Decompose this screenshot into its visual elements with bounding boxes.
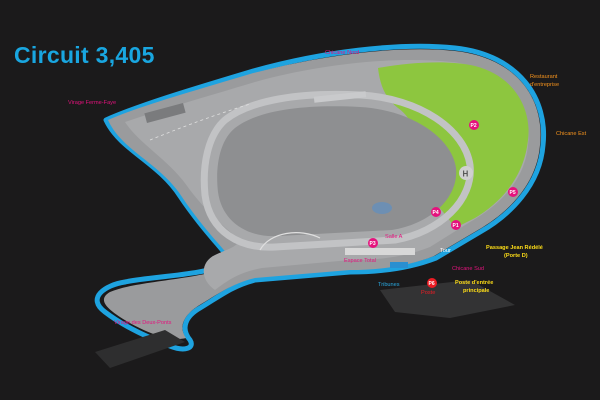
label-chicane-sud: Chicane Sud [452,266,484,272]
parking-marker-p5[interactable]: P5 [508,187,518,197]
label-tour: Tour [440,248,451,254]
heliport-icon [459,166,473,180]
parking-marker-p1[interactable]: P1 [451,220,461,230]
lake [372,202,392,214]
svg-text:P6: P6 [429,281,435,287]
label-principale: principale [463,288,489,294]
svg-text:P5: P5 [510,190,516,196]
label-virage-ferme-faye: Virage Ferme-Faye [68,100,116,106]
label-passage-jean-redele: Passage Jean Rédélé [486,245,543,251]
label-chicane-est: Chicane Est [556,131,587,137]
label-porte-d: (Porte D) [504,253,528,259]
svg-text:P2: P2 [471,123,477,129]
label-virage-deux-ponts: Virage des Deux-Ponts [114,320,172,326]
svg-text:P3: P3 [370,241,376,247]
label-espace-total: Espace Total [344,258,376,264]
parking-marker-p3[interactable]: P3 [368,238,378,248]
label-poste-red: Poste [421,290,435,296]
label-salle-a: Salle A [385,234,403,240]
svg-text:P1: P1 [453,223,459,229]
parking-marker-p2[interactable]: P2 [469,120,479,130]
svg-text:H: H [463,170,469,179]
svg-text:P4: P4 [433,210,439,216]
label-restaurant-line2: d'entreprise [530,82,559,88]
label-restaurant-line1: Restaurant [530,74,558,80]
label-chicane-nord: Chicane Nord [325,50,359,56]
label-tribunes: Tribunes [378,282,400,288]
label-poste-entree: Poste d'entrée [455,280,493,286]
parking-marker-p4[interactable]: P4 [431,207,441,217]
parking-marker-p6[interactable]: P6 [427,278,437,288]
buildings-south [380,280,515,318]
map-title: Circuit 3,405 [14,42,155,68]
